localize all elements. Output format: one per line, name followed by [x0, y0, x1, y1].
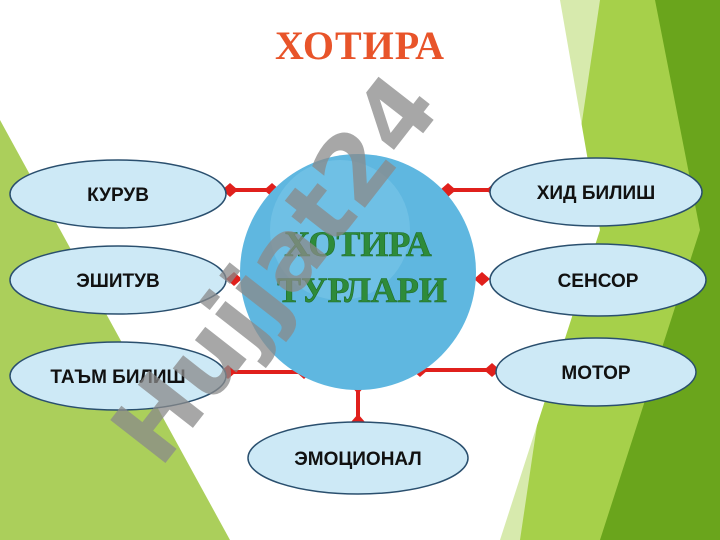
node-oval-sensor [489, 243, 707, 317]
green-accent-right-dark [600, 0, 720, 540]
node-label-khid-bilish: ХИД БИЛИШ [537, 183, 656, 204]
node-oval-taem-bilish [9, 341, 227, 411]
node-kuruv: КУРУВ [9, 159, 227, 229]
center-line-1: ХОТИРА [284, 224, 432, 264]
center-circle-highlight [270, 160, 410, 300]
node-oval-emotsional [247, 421, 469, 495]
connector-sensor-diamond [474, 272, 490, 286]
node-label-eshituv: ЭШИТУВ [76, 271, 159, 292]
node-label-emotsional: ЭМОЦИОНАЛ [294, 449, 421, 470]
node-sensor: СЕНСОР [489, 243, 707, 317]
node-taem-bilish: ТАЪМ БИЛИШ [9, 341, 227, 411]
center-line-2: ТУРЛАРИ [277, 270, 447, 310]
node-emotsional: ЭМОЦИОНАЛ [247, 421, 469, 495]
node-label-taem-bilish: ТАЪМ БИЛИШ [50, 367, 185, 388]
green-accent-triangle-left [0, 120, 230, 540]
node-label-kuruv: КУРУВ [87, 185, 149, 206]
connector-eshituv-diamond [226, 272, 242, 286]
node-motor: МОТОР [495, 337, 697, 407]
slide-title: ХОТИРА [275, 23, 445, 68]
node-oval-kuruv [9, 159, 227, 229]
center-circle [240, 154, 476, 390]
node-oval-khid-bilish [489, 157, 703, 227]
node-eshituv: ЭШИТУВ [9, 245, 227, 315]
node-label-sensor: СЕНСОР [558, 271, 639, 292]
node-label-motor: МОТОР [561, 363, 631, 384]
node-khid-bilish: ХИД БИЛИШ [489, 157, 703, 227]
node-oval-motor [495, 337, 697, 407]
node-oval-eshituv [9, 245, 227, 315]
